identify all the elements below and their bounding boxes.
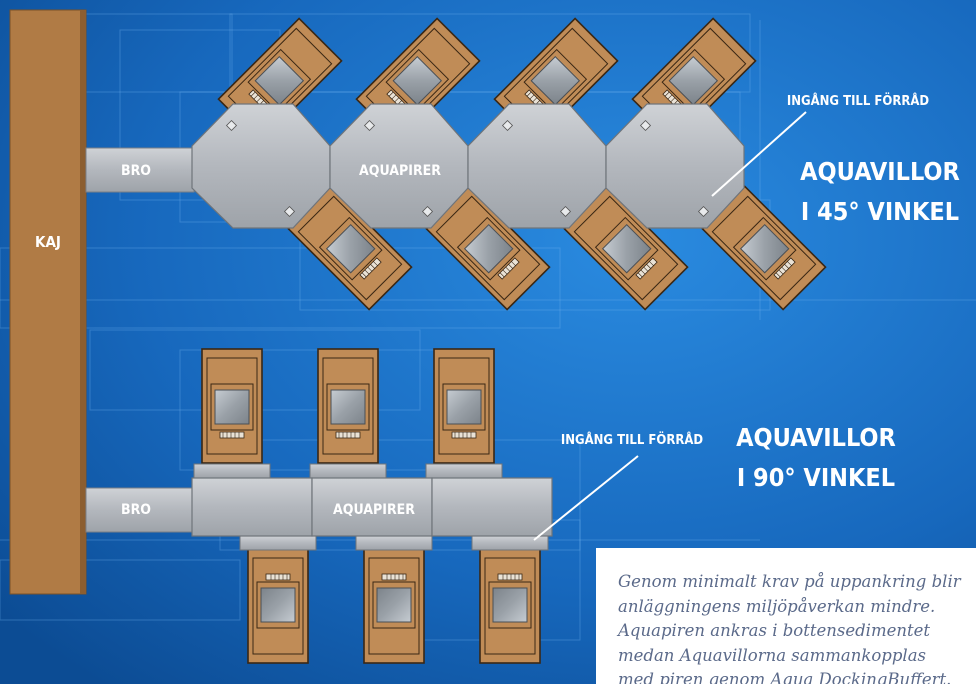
caption-line-2: anläggningens miljöpåverkan mindre.	[618, 596, 936, 616]
quay	[9, 9, 87, 595]
title-90-line1: AQUAVILLOR	[736, 423, 896, 452]
caption-box: Genom minimalt krav på uppankring blir a…	[596, 548, 976, 684]
caption-line-1: Genom minimalt krav på uppankring blir	[618, 572, 961, 591]
villas-90-upper	[201, 348, 495, 464]
caption-line-4: medan Aquavillorna sammankopplas	[618, 645, 927, 665]
title-45-line2: I 45° VINKEL	[801, 197, 959, 226]
label-kaj: KAJ	[35, 233, 61, 251]
label-entry-top: INGÅNG TILL FÖRRÅD	[787, 93, 930, 109]
pointer-entry-bottom	[533, 455, 639, 541]
title-90-line2: I 90° VINKEL	[737, 463, 895, 492]
title-45-line1: AQUAVILLOR	[800, 157, 960, 186]
label-entry-bottom: INGÅNG TILL FÖRRÅD	[561, 432, 704, 448]
label-bro-top: BRO	[121, 163, 151, 179]
label-aquapirer-bottom: AQUAPIRER	[333, 502, 415, 518]
pointer-entry-top	[711, 111, 807, 197]
villas-90-lower	[247, 548, 541, 664]
pier-90	[191, 477, 553, 537]
label-aquapirer-top: AQUAPIRER	[359, 163, 441, 179]
caption-line-3: Aquapiren ankras i bottensedimentet	[618, 621, 931, 640]
label-bro-bottom: BRO	[121, 502, 151, 518]
caption-line-5: med piren genom Aqua DockingBuffert.	[618, 670, 952, 684]
bridge-top	[85, 147, 195, 193]
bridge-bottom	[85, 487, 195, 533]
pier-45	[191, 103, 745, 229]
caption-text: Genom minimalt krav på uppankring blir a…	[596, 548, 976, 684]
